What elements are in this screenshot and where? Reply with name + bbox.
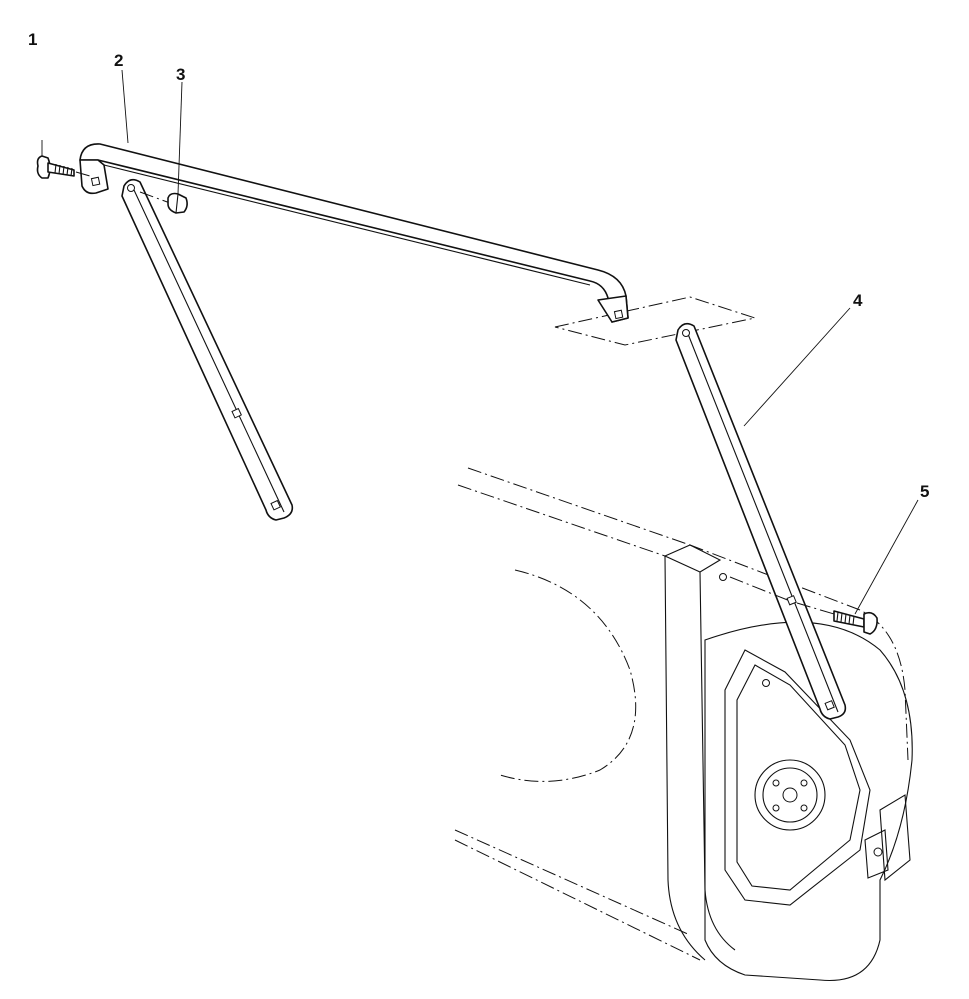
bearing-bolt	[772, 804, 780, 812]
hex-nut-face	[175, 193, 179, 214]
hex-nut	[139, 191, 188, 214]
handle-bar-left-hole	[90, 176, 101, 187]
mounting-plate-outline	[554, 296, 757, 346]
bolt-right-head	[863, 611, 878, 635]
housing-bottom-edge-2	[454, 839, 701, 961]
nut-axis-line	[139, 191, 171, 204]
leader-3	[177, 81, 183, 195]
housing-top-edge-front	[457, 484, 666, 557]
housing-bottom-edge	[454, 829, 691, 936]
side-bracket	[879, 794, 911, 882]
handle-bar-edge	[103, 164, 591, 286]
housing-top-edge-right	[689, 544, 909, 761]
left-strap-hole-mid	[231, 407, 242, 419]
handle-bar-left-leg	[79, 159, 109, 195]
carriage-bolt-left	[36, 155, 91, 179]
bolt-left-thread	[54, 163, 73, 177]
bolt-left-shank	[47, 162, 75, 177]
brace-strap-right	[675, 322, 847, 720]
callout-1: 1	[28, 30, 37, 49]
carriage-bolt-right	[729, 576, 878, 635]
upper-handle-bar	[79, 143, 629, 323]
bolt-right-axis	[796, 602, 835, 615]
callout-5: 5	[920, 482, 929, 501]
handle-bar-right-hole	[613, 309, 624, 320]
left-strap-body	[121, 178, 294, 521]
housing-top-edge-rear	[467, 467, 691, 546]
housing-front-edge	[664, 555, 706, 961]
brace-strap-left	[121, 178, 294, 521]
callout-4: 4	[853, 291, 863, 310]
bearing-bolt	[772, 779, 780, 787]
leader-2	[121, 69, 129, 144]
right-strap-body	[675, 322, 847, 720]
callout-3: 3	[176, 65, 185, 84]
callout-labels: 1 2 3 4 5	[28, 30, 929, 501]
housing-hole	[719, 573, 727, 581]
leader-5	[854, 499, 919, 615]
bearing-center	[782, 787, 798, 803]
bolt-right-axis-rear	[729, 576, 791, 602]
handle-bar-top	[79, 143, 629, 323]
side-plate-inner-2	[736, 664, 861, 891]
auger-opening-arc	[499, 569, 637, 782]
bearing-bolt	[800, 779, 808, 787]
side-plate-inner	[724, 649, 871, 906]
right-strap-edge	[687, 333, 839, 713]
handle-bar-right-leg	[597, 295, 629, 323]
right-strap-hole-bottom	[824, 700, 835, 711]
housing-body	[454, 467, 913, 982]
leader-4	[743, 307, 851, 427]
right-strap-hole-top	[682, 329, 690, 337]
bolt-left-axis	[75, 171, 91, 177]
bearing-outer	[754, 759, 826, 831]
side-bracket-hole	[873, 847, 883, 857]
right-strap-hole-mid	[786, 595, 797, 606]
side-bracket-2	[864, 829, 889, 879]
leader-lines	[41, 69, 919, 615]
left-strap-edge	[133, 189, 285, 513]
bearing-bolt	[800, 804, 808, 812]
bolt-right-thread	[836, 611, 855, 626]
housing-corner	[663, 544, 722, 573]
callout-2: 2	[114, 51, 123, 70]
bearing-mid	[762, 767, 818, 823]
side-plate-hole	[762, 679, 770, 687]
left-strap-hole-bottom	[270, 499, 281, 511]
left-strap-hole-top	[127, 184, 135, 192]
bolt-right-shank	[833, 610, 865, 628]
